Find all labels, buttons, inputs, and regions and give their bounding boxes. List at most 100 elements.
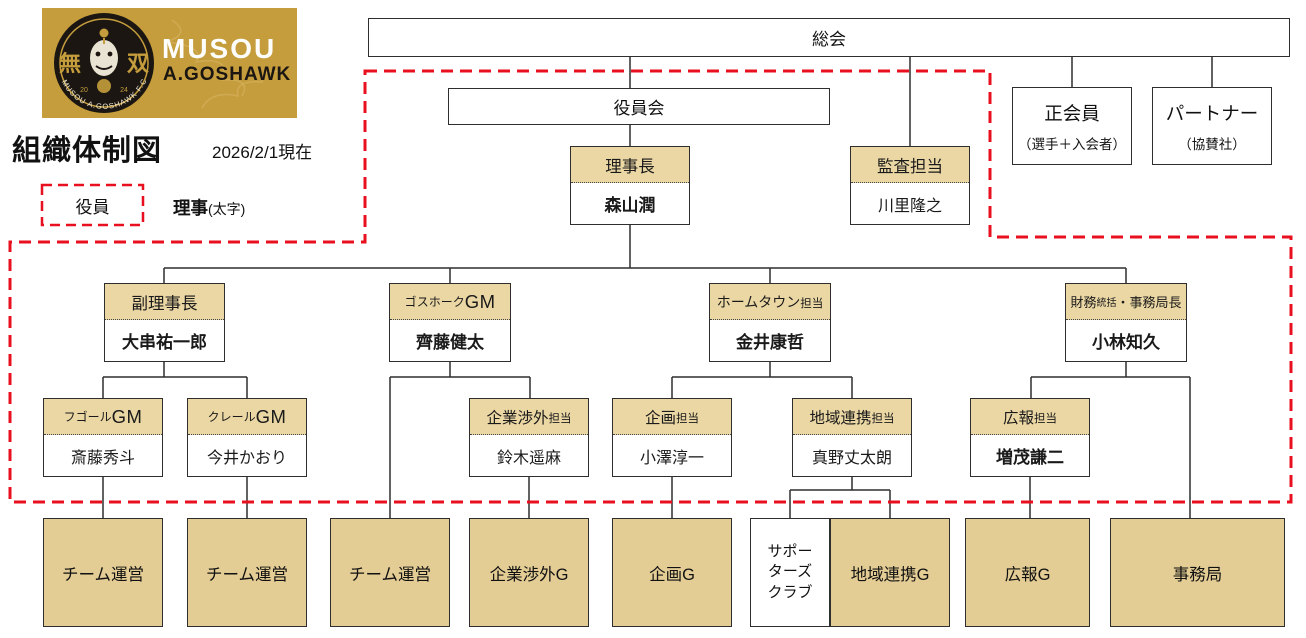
as-of-date: 2026/2/1現在	[212, 143, 313, 162]
group-label-line: ターズ	[767, 563, 813, 581]
node-title: 広報担当	[971, 399, 1089, 435]
node-general-assembly: 総会	[368, 18, 1290, 57]
group-planning: 企画G	[612, 518, 732, 627]
title-text: 企画	[644, 409, 676, 427]
legend-director-label: 理事(太字)	[173, 195, 245, 220]
node-vice-chairman: 副理事長 大串祐一郎	[104, 283, 225, 362]
node-title: 理事長	[571, 147, 689, 183]
logo-year-left: 20	[80, 87, 88, 94]
node-person: 斎藤秀斗	[70, 449, 135, 467]
title-suffix: 担当	[548, 413, 572, 425]
node-label: 役員会	[613, 99, 665, 118]
title-text: ゴスホーク	[404, 295, 465, 309]
legend-director-term: 理事	[173, 198, 208, 218]
title-text: 監査担当	[877, 157, 943, 176]
title-text: ホームタウン	[716, 293, 801, 310]
logo-face	[90, 40, 118, 76]
node-partners: パートナー （協賛社）	[1152, 87, 1272, 165]
title-text: 財務	[1070, 295, 1097, 310]
node-title: 企業渉外担当	[470, 399, 588, 435]
title-text: フゴール	[63, 410, 112, 424]
node-title: 企画担当	[613, 399, 731, 435]
node-audit: 監査担当 川里隆之	[850, 146, 970, 225]
node-label: 総会	[812, 30, 846, 49]
node-planning: 企画担当 小澤淳一	[612, 398, 732, 477]
node-label: パートナー	[1165, 102, 1259, 124]
node-person: 金井康哲	[736, 333, 804, 352]
node-chairman: 理事長 森山潤	[570, 146, 690, 225]
node-sublabel: （選手＋入会者）	[1018, 136, 1126, 152]
group-community: 地域連携G	[830, 518, 950, 627]
node-person: 小林知久	[1092, 333, 1160, 352]
node-title: 監査担当	[851, 147, 969, 183]
node-public-relations: 広報担当 増茂謙二	[970, 398, 1090, 477]
title-rest: ・事務局長	[1116, 295, 1182, 310]
title-text: 副理事長	[131, 294, 198, 313]
title-text: 理事長	[605, 157, 655, 176]
node-title: 副理事長	[105, 284, 224, 320]
logo-wordmark-line2: A.GOSHAWK	[163, 64, 291, 85]
node-community: 地域連携担当 真野丈太朗	[792, 398, 912, 477]
title-text: 広報	[1002, 409, 1034, 427]
title-text: 企業渉外	[486, 409, 549, 427]
node-label: 正会員	[1044, 102, 1100, 124]
group-label-line: クラブ	[767, 583, 813, 601]
page-title: 組織体制図	[12, 135, 163, 167]
node-person: 小澤淳一	[639, 449, 704, 467]
title-text: 地域連携	[809, 409, 872, 427]
logo-wordmark-line1: MUSOU	[162, 33, 276, 64]
node-full-members: 正会員 （選手＋入会者）	[1012, 87, 1132, 165]
title-small: 統括	[1096, 298, 1117, 309]
group-public-relations: 広報G	[965, 518, 1090, 627]
node-board: 役員会	[448, 88, 830, 125]
title-suffix: GM	[111, 405, 143, 427]
group-label: チーム運営	[348, 565, 431, 584]
logo-kanji-right: 双	[127, 51, 149, 76]
group-team-ops-1: チーム運営	[43, 518, 163, 627]
group-team-ops-3: チーム運営	[330, 518, 450, 627]
node-corporate-relations: 企業渉外担当 鈴木遥麻	[469, 398, 589, 477]
group-label: 企業渉外G	[489, 565, 569, 584]
node-person: 真野丈太朗	[811, 449, 892, 467]
group-label-line: サポー	[767, 543, 813, 561]
title-suffix: 担当	[871, 413, 895, 425]
club-logo: 無 双 20 24 MUSOU A.GOSHAWK F.C MUSOU A.GO…	[42, 8, 297, 118]
group-label: 地域連携G	[850, 565, 930, 584]
logo-kanji-left: 無	[59, 51, 81, 76]
node-finance-secretariat: 財務統括・事務局長 小林知久	[1065, 283, 1187, 362]
node-person: 齊藤健太	[416, 333, 484, 352]
node-title: 財務統括・事務局長	[1066, 284, 1186, 320]
node-person: 今井かおり	[206, 449, 287, 467]
legend-director-note: (太字)	[208, 201, 246, 217]
group-label: チーム運営	[205, 565, 288, 584]
group-corporate-relations: 企業渉外G	[469, 518, 589, 627]
title-text: クレール	[207, 410, 256, 424]
group-secretariat: 事務局	[1110, 518, 1285, 627]
node-person: 増茂謙二	[996, 448, 1064, 467]
group-label: 企画G	[649, 565, 695, 584]
title-suffix: 担当	[676, 413, 699, 425]
logo-year-right: 24	[120, 87, 128, 94]
group-label: 事務局	[1172, 565, 1223, 584]
node-hometown: ホームタウン担当 金井康哲	[709, 283, 831, 362]
node-person: 鈴木遥麻	[496, 449, 561, 467]
title-suffix: 担当	[800, 298, 824, 310]
node-person: 森山潤	[604, 196, 656, 215]
node-person: 川里隆之	[877, 197, 942, 215]
logo-topknot	[99, 28, 109, 38]
title-suffix: 担当	[1034, 413, 1057, 425]
title-suffix: GM	[464, 290, 496, 312]
title-suffix: GM	[255, 405, 287, 427]
group-label: チーム運営	[61, 565, 144, 584]
node-title: ホームタウン担当	[710, 284, 830, 320]
legend-officer-label: 役員	[75, 197, 110, 217]
group-supporters-club: サポー ターズ クラブ	[750, 518, 830, 627]
group-label: 広報G	[1004, 565, 1051, 584]
node-person: 大串祐一郎	[122, 333, 207, 352]
